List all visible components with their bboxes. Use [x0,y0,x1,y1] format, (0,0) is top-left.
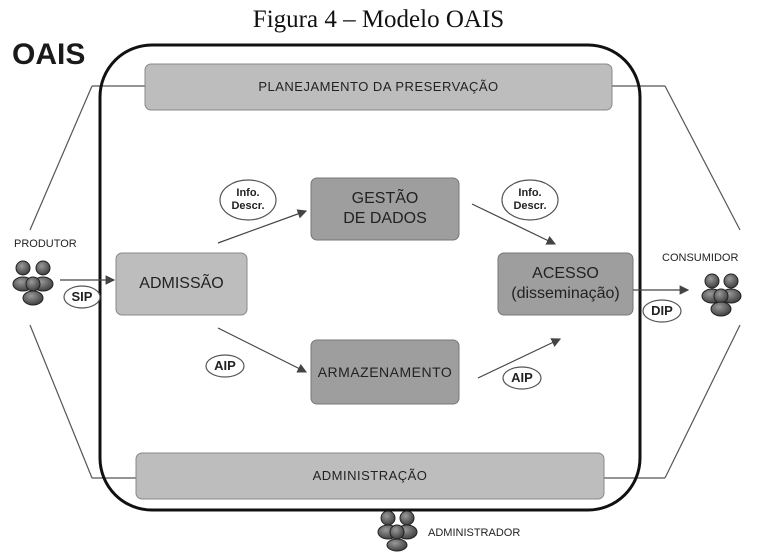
data-management-label-line2: DE DADOS [343,210,427,227]
info-left-line2: Descr. [231,200,265,212]
planning-label: PLANEJAMENTO DA PRESERVAÇÃO [258,79,499,94]
producer-people-icon [12,260,54,306]
oais-label: OAIS [12,38,86,71]
info-left-line1: Info. [236,187,260,199]
consumer-people-icon [701,273,742,317]
producer-label: PRODUTOR [14,238,77,250]
sip-label: SIP [71,289,93,304]
storage-box [310,339,460,405]
data-management-label: GESTÃO DE DADOS [311,189,459,229]
oais-frame [98,43,642,512]
dip-label: DIP [651,303,673,318]
aip-right-oval [502,366,542,390]
dip-oval [642,299,682,323]
access-label: ACESSO (disseminação) [498,264,633,304]
ingest-label: ADMISSÃO [139,275,224,292]
administrator-people-icon [377,510,418,552]
info-descr-right-label: Info. Descr. [502,187,558,213]
figure-title: Figura 4 – Modelo OAIS [252,6,505,33]
administration-label: ADMINISTRAÇÃO [312,468,428,483]
ingest-to-data-arrow [217,209,308,244]
info-right-line1: Info. [518,187,542,199]
data-management-label-line1: GESTÃO [351,190,419,207]
consumer-label: CONSUMIDOR [662,252,739,264]
ingest-to-storage-arrow [217,327,308,373]
ingest-box [115,252,248,316]
access-box [497,252,634,316]
data-management-box [310,177,460,241]
administration-box [135,452,605,500]
info-descr-left-oval [219,179,277,221]
info-right-line2: Descr. [513,200,547,212]
data-to-access-arrow [471,203,557,245]
info-descr-left-label: Info. Descr. [220,187,276,213]
storage-label: ARMAZENAMENTO [317,364,453,380]
access-label-line1: ACESSO [532,265,599,282]
access-label-line2: (disseminação) [511,285,620,302]
sip-oval [63,285,101,309]
info-descr-right-oval [501,179,559,221]
aip-right-label: AIP [511,370,533,385]
administrator-label: ADMINISTRADOR [428,527,521,539]
planning-box [144,63,613,111]
aip-left-label: AIP [214,358,236,373]
aip-left-oval [205,354,245,378]
storage-to-access-arrow [477,338,562,379]
